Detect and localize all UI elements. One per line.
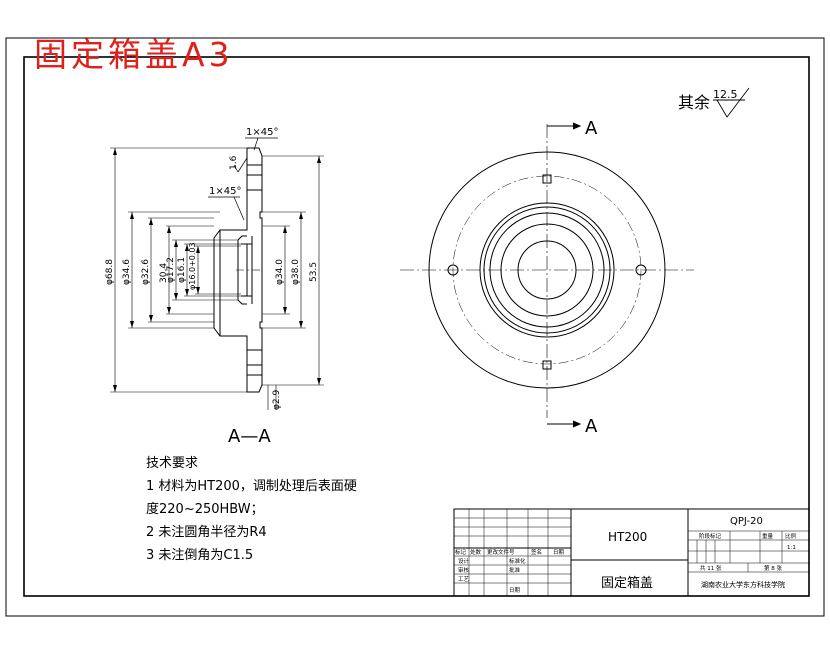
tb-row-4: 日期 [553,549,565,556]
tech-line-4: 3 未注倒角为C1.5 [146,548,254,563]
section-label: A—A [228,426,271,447]
section-mark-bottom: A [585,416,598,437]
dim-d16-1: φ16.1 [177,257,187,283]
dim-d34-0: φ34.0 [275,259,285,285]
tb-row-0: 标记 [455,548,467,556]
tech-line-1: 1 材料为HT200，调制处理后表面硬 [146,479,357,494]
tb-material: HT200 [608,530,647,544]
dim-d68-8: φ68.8 [105,259,115,285]
tb-row-1: 处数 [470,548,482,556]
tb-sig-approve: 批准 [509,566,521,574]
dim-d17-2: φ17.2 [166,257,176,283]
roughness-symbol-icon [713,87,750,118]
tb-col-weight: 重量 [762,532,774,540]
dim-53-5: 53.5 [309,262,319,282]
outer-frame [5,37,825,617]
dim-d34-6: φ34.6 [122,259,132,285]
tb-sig-standard: 标准化 [509,557,526,565]
tb-school: 湖南农业大学东方科技学院 [701,580,785,589]
tech-requirements: 技术要求 1 材料为HT200，调制处理后表面硬 度220~250HBW； 2 … [146,452,357,567]
roughness-prefix: 其余 [678,93,710,112]
tb-col-mark: 阶段标记 [699,532,722,540]
dim-d32-6: φ32.6 [141,259,151,285]
tb-sig-date: 日期 [509,587,521,594]
roughness-note: 其余 12.5 [678,87,750,118]
roughness-value: 12.5 [713,88,738,101]
dimension-texts: φ68.8 φ34.6 φ32.6 30.4 φ17.2 φ16.1 φ16.0… [105,242,319,410]
chamfer-note-2: 1×45° [209,186,241,197]
inner-frame [23,56,810,597]
tech-title: 技术要求 [146,456,199,471]
dimension-arrows [113,148,321,392]
tb-sig-review: 审核 [458,566,470,574]
tb-sig-process: 工艺 [458,576,470,583]
dimension-lines [110,147,324,410]
dim-d2-9: φ2.9 [272,389,282,410]
finish-1-6: 1.6 [229,155,239,170]
tb-part-name: 固定箱盖 [601,575,653,591]
title-block-text: 标记 处数 更改文件号 签名 日期 设计 审核 工艺 标准化 批准 日期 阶段标… [455,532,797,594]
dim-30-4: 30.4 [159,263,169,283]
tech-line-3: 2 未注圆角半径为R4 [146,525,267,540]
tb-col-scale: 比例 [785,532,797,540]
tb-drawing-no: QPJ-20 [730,516,763,527]
tb-sheet-no: 第 8 张 [764,564,782,572]
tb-row-3: 签名 [531,548,542,556]
section-mark-top: A [585,118,598,139]
chamfer-note-1: 1×45° [246,127,278,138]
front-view [400,124,694,418]
tb-row-2: 更改文件号 [487,548,515,556]
tb-sig-design: 设计 [458,557,470,565]
dim-d38-0: φ38.0 [291,259,301,285]
dim-d16-0: φ16.0+0.03 [188,242,197,290]
page-title: 固定箱盖A3 [34,35,234,74]
section-cut-marks [547,122,582,428]
tb-sheets-total: 共 11 张 [700,564,722,572]
tb-scale: 1:1 [787,545,796,551]
section-view [208,137,278,393]
tech-line-2: 度220~250HBW； [146,502,264,517]
title-block [453,508,810,597]
